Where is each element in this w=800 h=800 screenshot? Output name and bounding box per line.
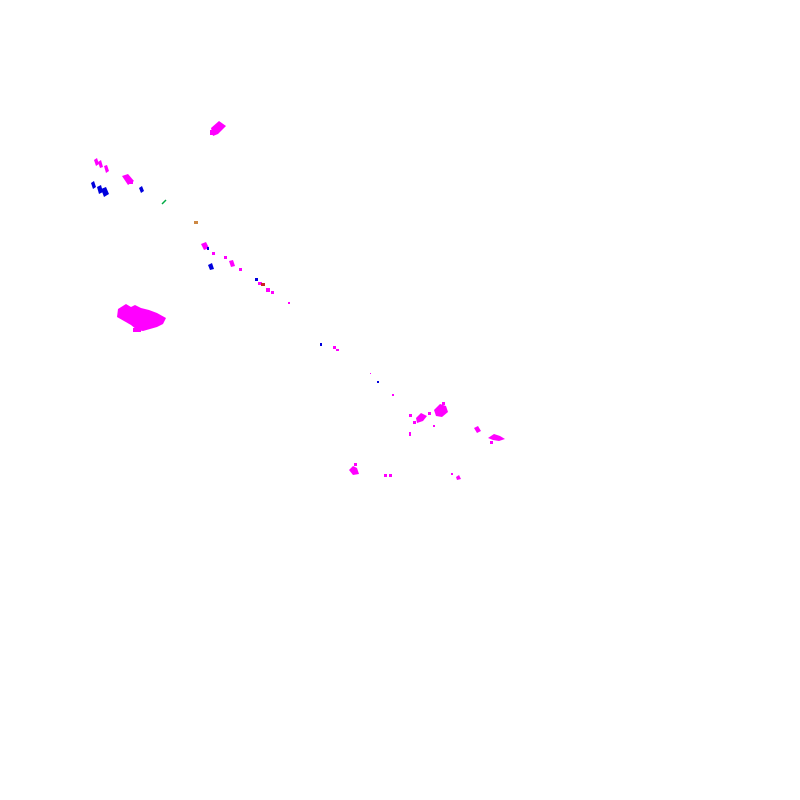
feature-patch xyxy=(255,278,258,281)
feature-patch xyxy=(208,263,214,270)
feature-patch xyxy=(474,426,481,433)
feature-patch xyxy=(409,414,412,417)
feature-patch xyxy=(98,160,103,168)
feature-patch xyxy=(370,373,371,374)
feature-patch xyxy=(320,343,322,346)
feature-patch xyxy=(117,304,166,331)
feature-patch xyxy=(433,425,435,427)
feature-patch xyxy=(451,473,453,475)
feature-cluster-diagonal xyxy=(194,221,290,304)
feature-cluster-upper-left xyxy=(91,158,167,205)
feature-patch xyxy=(139,186,144,193)
feature-patch xyxy=(416,413,427,423)
feature-patch xyxy=(212,252,215,255)
feature-patch xyxy=(211,121,226,136)
feature-patch xyxy=(442,402,445,405)
feature-patch xyxy=(456,475,461,480)
feature-patch xyxy=(129,180,133,184)
feature-patch xyxy=(266,288,270,292)
feature-cluster-middle xyxy=(320,343,394,396)
feature-patch xyxy=(101,187,109,197)
feature-patch xyxy=(194,221,198,224)
feature-patch xyxy=(490,441,493,444)
feature-patch xyxy=(488,434,505,441)
feature-patch xyxy=(239,268,242,271)
feature-patch xyxy=(288,302,290,304)
feature-patch xyxy=(261,283,265,286)
feature-patch xyxy=(413,421,416,424)
feature-cluster-bottom xyxy=(349,463,461,480)
feature-patch xyxy=(229,260,235,267)
feature-patch xyxy=(91,181,96,189)
feature-patch xyxy=(349,466,359,475)
feature-patch xyxy=(133,328,141,332)
feature-cluster-lower-right xyxy=(409,402,505,444)
feature-patch xyxy=(224,256,227,259)
feature-patch xyxy=(384,474,387,477)
feature-patch xyxy=(377,381,379,383)
feature-patch xyxy=(389,474,392,477)
feature-patch xyxy=(104,165,109,173)
feature-patch xyxy=(207,247,209,250)
feature-patch xyxy=(392,394,394,396)
feature-patch xyxy=(354,463,357,466)
feature-patch xyxy=(210,130,214,135)
feature-cluster-left-large xyxy=(117,304,166,332)
feature-patch xyxy=(97,185,103,194)
feature-line xyxy=(161,199,167,205)
feature-patch xyxy=(336,349,339,351)
feature-patch xyxy=(409,432,411,436)
feature-patch xyxy=(333,346,336,349)
feature-patch xyxy=(94,158,99,166)
feature-patch xyxy=(258,282,262,285)
feature-patch xyxy=(434,404,448,417)
feature-patch xyxy=(271,291,274,294)
feature-cluster-top xyxy=(210,121,226,136)
feature-patch xyxy=(428,412,431,415)
